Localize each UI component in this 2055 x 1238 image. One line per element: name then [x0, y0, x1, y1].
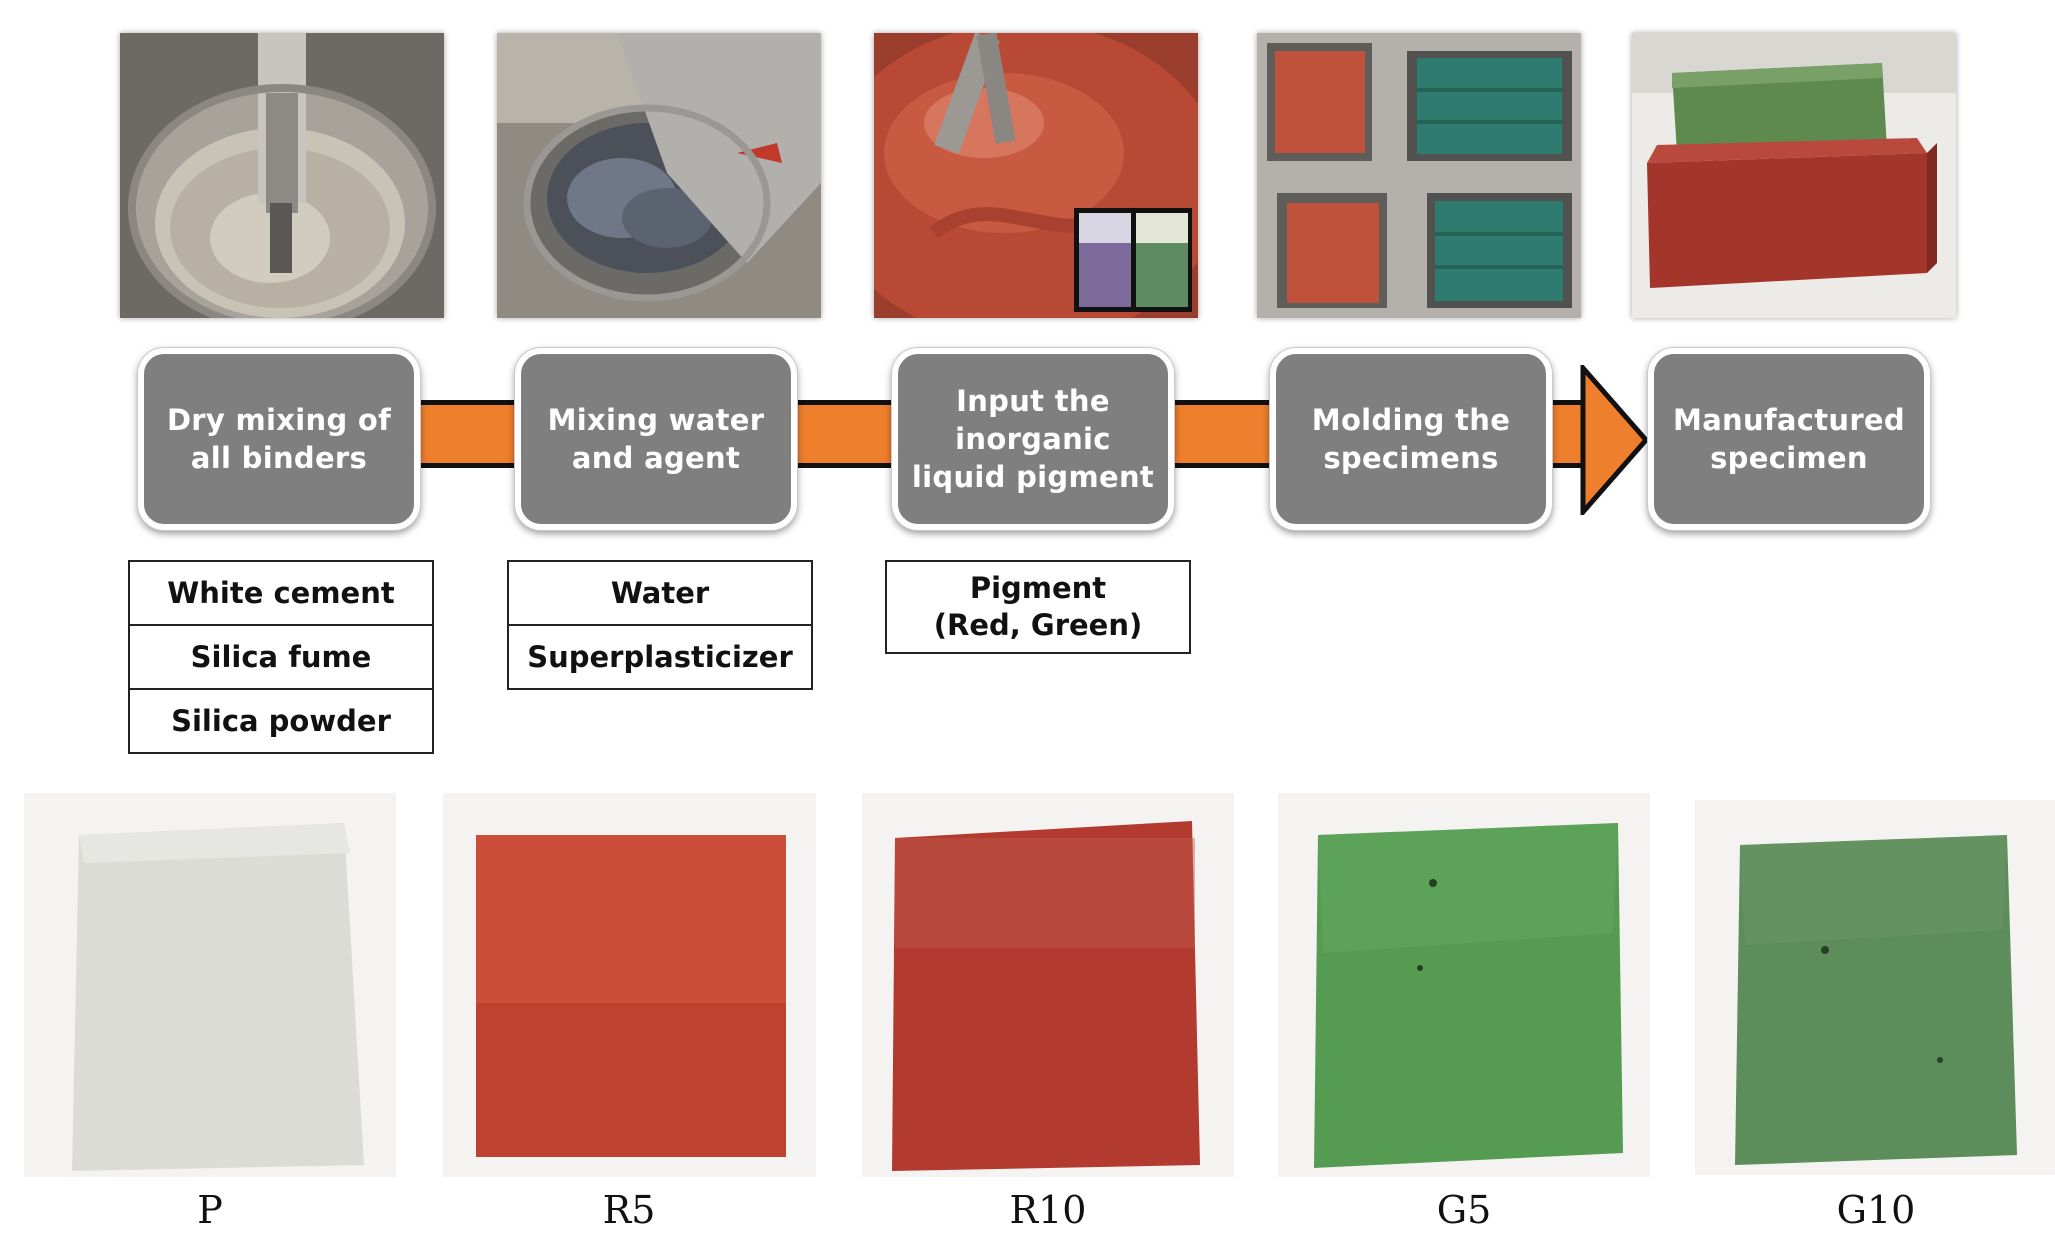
- sample-caption-p: P: [197, 1188, 223, 1232]
- sample-caption-r10: R10: [1009, 1188, 1087, 1232]
- photo-water-mixing: [497, 33, 821, 318]
- material-cell: Silica powder: [128, 688, 434, 754]
- material-cell: Pigment (Red, Green): [885, 560, 1191, 654]
- step-dry-mixing: Dry mixing of all binders: [138, 348, 420, 530]
- flow-arrow-head-icon: [1580, 365, 1650, 515]
- step-molding-label: Molding the specimens: [1311, 403, 1511, 475]
- step-water-mixing: Mixing water and agent: [515, 348, 797, 530]
- sample-photo-p: [24, 793, 396, 1177]
- step-manufactured-label: Manufactured specimen: [1673, 403, 1905, 475]
- material-cell: Superplasticizer: [507, 624, 813, 690]
- step-manufactured: Manufactured specimen: [1648, 348, 1930, 530]
- sample-caption-g10: G10: [1836, 1188, 1916, 1232]
- photo-pigment-mixing: [874, 33, 1198, 318]
- material-cell: Silica fume: [128, 624, 434, 690]
- material-cell: Water: [507, 560, 813, 626]
- step-pigment-input: Input the inorganic liquid pigment: [892, 348, 1174, 530]
- sample-photo-g5: [1278, 793, 1650, 1177]
- water-agent-table: Water Superplasticizer: [507, 560, 813, 690]
- step-water-mixing-label: Mixing water and agent: [547, 403, 765, 475]
- sample-photo-r5: [443, 793, 816, 1177]
- step-molding: Molding the specimens: [1270, 348, 1552, 530]
- pigment-table: Pigment (Red, Green): [885, 560, 1191, 654]
- step-dry-mixing-label: Dry mixing of all binders: [166, 403, 392, 475]
- sample-caption-r5: R5: [602, 1188, 656, 1232]
- binders-table: White cement Silica fume Silica powder: [128, 560, 434, 754]
- sample-photo-g10: [1695, 800, 2055, 1175]
- sample-caption-g5: G5: [1436, 1188, 1492, 1232]
- sample-photo-r10: [862, 793, 1234, 1177]
- step-pigment-input-label: Input the inorganic liquid pigment: [911, 384, 1155, 494]
- material-cell: White cement: [128, 560, 434, 626]
- photo-dry-mixing: [120, 33, 444, 318]
- photo-manufactured: [1632, 33, 1956, 318]
- photo-molding: [1257, 33, 1581, 318]
